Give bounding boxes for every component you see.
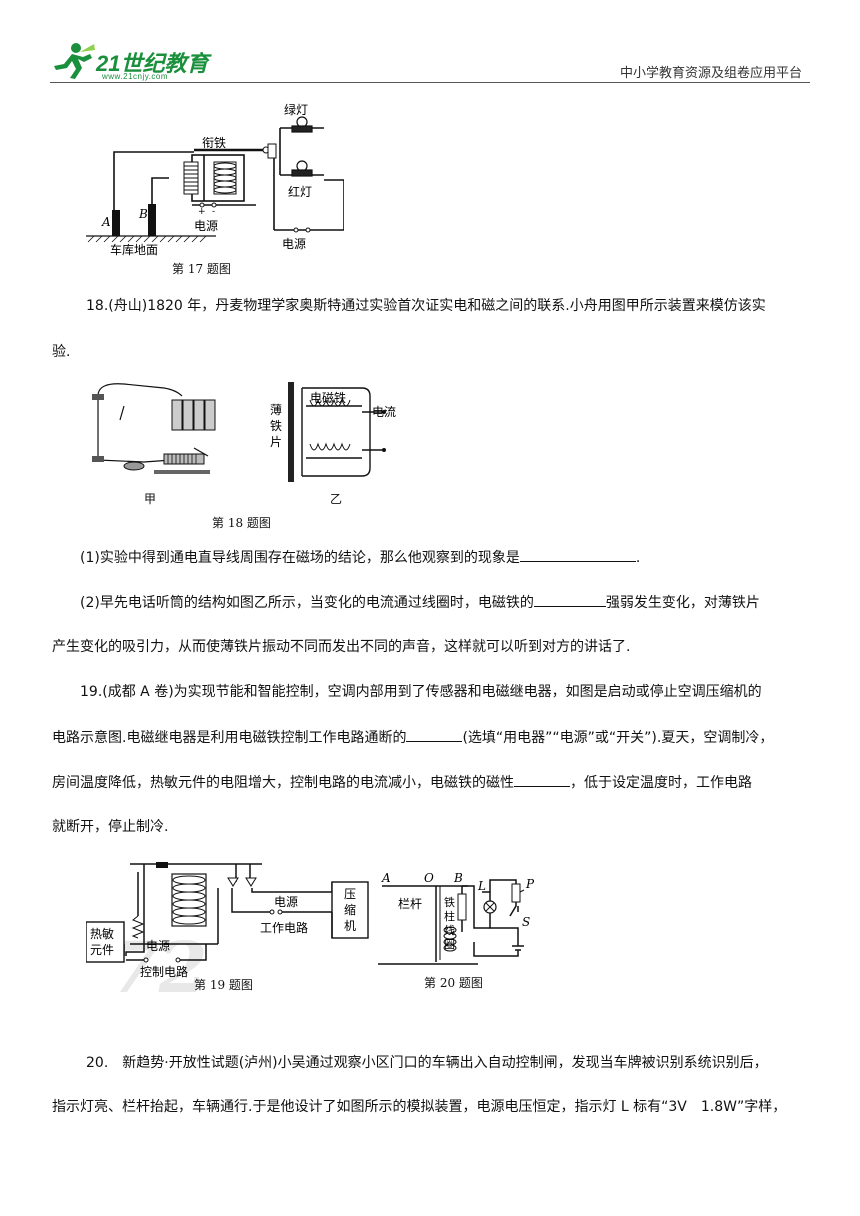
fig17-a-label: A [101,215,111,229]
q18-sub1-text: (1)实验中得到通电直导线周围存在磁场的结论，那么他观察到的现象是 [80,550,520,566]
q19-line2-after: (选填“用电器”“电源”或“开关”).夏天，空调制冷， [462,730,774,746]
fig19-thermistor-1: 热敏 [90,926,114,941]
fig17-minus-label: - [212,207,215,217]
logo-text: 21世纪教育 [96,51,209,76]
fig17-green-lamp-label: 绿灯 [284,102,308,117]
fig20-coil-3: 线 [444,923,455,937]
fig19-thermistor-2: 元件 [90,943,114,957]
fig18-jia-label: 甲 [144,492,157,506]
fig20-diagram: A O B L P S 栏杆 铁 柱 线 圈 [378,872,535,965]
q18-sub2-blank[interactable] [533,592,606,607]
fig18-thin-plate-3: 片 [270,435,282,449]
q18-sub2-text-after: 强弱发生变化，对薄铁片 [605,595,760,611]
fig17-power1-label: 电源 [194,219,218,233]
fig18-caption: 第 18 题图 [212,516,271,530]
fig17-diagram: 绿灯 衔铁 红灯 A B + - 电源 电源 车库地面 [86,102,344,257]
q18-sub1-end: . [635,550,641,566]
fig20-p: P [525,877,535,891]
q18-sub2-line2: 产生变化的吸引力，从而使薄铁片振动不同而发出不同的声音，这样就可以听到对方的讲话… [52,639,631,655]
q18-sub2-line1: (2)早先电话听筒的结构如图乙所示，当变化的电流通过线圈时，电磁铁的 强弱发生变化… [80,592,760,613]
fig20-b: B [453,872,463,885]
fig20-o: O [424,872,434,885]
q19-line3-after: ，低于设定温度时，工作电路 [570,775,752,791]
fig19-compressor-1: 压 [344,887,356,901]
fig19-power-work: 电源 [274,895,298,909]
q19-line2-text: 电路示意图.电磁继电器是利用电磁铁控制工作电路通断的 [52,730,407,746]
q18-sub1: (1)实验中得到通电直导线周围存在磁场的结论，那么他观察到的现象是. [80,547,640,568]
fig20-s: S [522,915,530,929]
q19-line2: 电路示意图.电磁继电器是利用电磁铁控制工作电路通断的 (选填“用电器”“电源”或“… [52,727,773,748]
fig17-plus-label: + [198,207,206,217]
fig20-caption: 第 20 题图 [424,976,483,990]
fig17-red-lamp-label: 红灯 [288,184,312,199]
q20-line1: 20. 新趋势·开放性试题(泸州)小吴通过观察小区门口的车辆出入自动控制闸，发现… [86,1055,768,1071]
fig19-work-circuit: 工作电路 [260,920,308,935]
fig17-caption: 第 17 题图 [172,262,231,276]
fig20-coil-4: 圈 [444,938,455,951]
q19-line3-text: 房间温度降低，热敏元件的电阻增大，控制电路的电流减小，电磁铁的磁性 [52,775,514,791]
fig20-l: L [477,879,486,893]
q19-line4: 就断开，停止制冷. [52,819,169,835]
q19-blank1[interactable] [406,727,463,742]
fig20-bar: 栏杆 [398,896,422,911]
fig17-power2-label: 电源 [282,237,306,251]
q19-line3: 房间温度降低，热敏元件的电阻增大，控制电路的电流减小，电磁铁的磁性 ，低于设定温度… [52,772,752,793]
fig20-a: A [381,872,391,885]
q18-stem-line1: 18.(舟山)1820 年，丹麦物理学家奥斯特通过实验首次证实电和磁之间的联系.… [86,298,766,314]
fig17-ground-label: 车库地面 [110,242,158,257]
fig19-power-ctrl: 电源 [146,939,170,953]
runner-icon [54,43,95,79]
fig18-thin-plate-1: 薄 [270,402,282,417]
header-divider [50,82,810,83]
fig17-b-label: B [138,207,148,221]
fig19-compressor-3: 机 [344,919,356,933]
fig18-electromagnet-label: 电磁铁 [310,390,346,405]
q18-stem-line2: 验. [52,344,71,360]
logo-url: www.21cnjy.com [102,72,168,81]
platform-title: 中小学教育资源及组卷应用平台 [619,66,802,81]
site-logo: 21世纪教育 www.21cnjy.com [50,42,220,82]
fig18-yi-label: 乙 [330,492,343,506]
q18-sub1-blank[interactable] [519,547,636,562]
fig17-armature-label: 衔铁 [202,136,226,150]
fig19-caption: 第 19 题图 [194,978,253,992]
q19-line1: 19.(成都 A 卷)为实现节能和智能控制，空调内部用到了传感器和电磁继电器，如… [80,684,762,700]
fig20-coil-1: 铁 [444,896,455,909]
fig18-jia-diagram [92,383,216,474]
q19-blank2[interactable] [514,772,570,787]
watermark-number: 72 [110,926,207,997]
fig20-coil-2: 柱 [444,909,455,923]
fig19-compressor-2: 缩 [344,902,356,917]
q18-sub2-text: (2)早先电话听筒的结构如图乙所示，当变化的电流通过线圈时，电磁铁的 [80,595,534,611]
fig18-thin-plate-2: 铁 [270,419,282,433]
q20-line2: 指示灯亮、栏杆抬起，车辆通行.于是他设计了如图所示的模拟装置，电源电压恒定，指示… [52,1099,787,1115]
fig18-current-label: 电流 [372,405,396,419]
fig18-yi-diagram: 电磁铁 电流 薄 铁 片 [270,382,396,482]
fig19-diagram: 72 压 缩 机 热敏 元件 电源 控制电路 电源 工 [86,862,369,997]
fig19-ctrl-circuit: 控制电路 [140,964,188,979]
